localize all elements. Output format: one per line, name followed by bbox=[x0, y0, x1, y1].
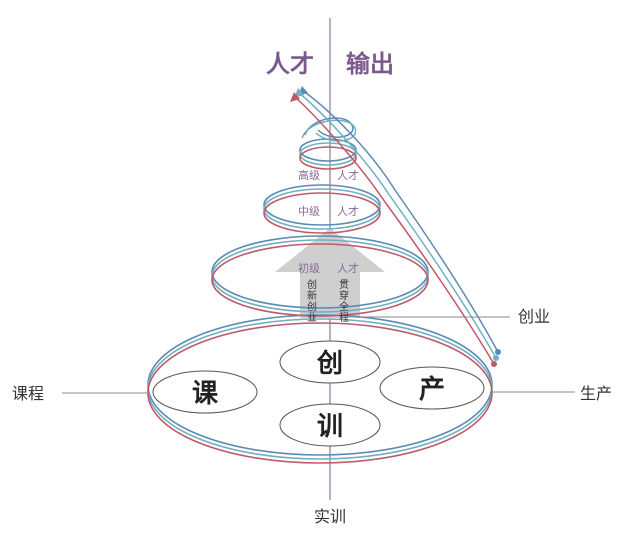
level-junior-right: 人才 bbox=[337, 261, 359, 275]
node-right: 产 bbox=[379, 366, 485, 410]
label-entrepreneurship: 创业 bbox=[518, 307, 550, 326]
node-top: 创 bbox=[279, 340, 381, 384]
title-left: 人才 bbox=[266, 50, 314, 78]
svg-text:新: 新 bbox=[307, 289, 317, 302]
svg-text:全: 全 bbox=[339, 300, 349, 313]
label-course: 课程 bbox=[12, 384, 44, 403]
spiral-end-dots bbox=[491, 349, 501, 367]
svg-text:业: 业 bbox=[307, 312, 317, 324]
level-middle-right: 人才 bbox=[337, 204, 359, 218]
upward-arrow bbox=[275, 228, 385, 318]
svg-text:贯: 贯 bbox=[339, 279, 349, 291]
level-junior-left: 初级 bbox=[298, 261, 320, 275]
label-production: 生产 bbox=[580, 384, 612, 403]
level-advanced-right: 人才 bbox=[337, 168, 359, 182]
title-right: 输出 bbox=[346, 50, 394, 78]
svg-text:创: 创 bbox=[307, 278, 317, 291]
arrow-text-left: 创 新 创 业 bbox=[307, 278, 317, 324]
node-left: 课 bbox=[152, 370, 258, 414]
node-bottom: 训 bbox=[279, 403, 381, 447]
svg-text:创: 创 bbox=[316, 349, 343, 379]
junior-ring bbox=[211, 235, 429, 317]
svg-text:课: 课 bbox=[192, 379, 219, 409]
label-training: 实训 bbox=[314, 507, 346, 526]
level-advanced-left: 高级 bbox=[298, 168, 320, 182]
svg-text:训: 训 bbox=[317, 412, 343, 442]
svg-text:创: 创 bbox=[307, 300, 317, 313]
arrow-text-right: 贯 穿 全 程 bbox=[339, 279, 349, 324]
svg-text:程: 程 bbox=[339, 312, 349, 324]
level-middle-left: 中级 bbox=[298, 205, 320, 218]
spiral-arrowheads bbox=[290, 86, 308, 102]
svg-text:产: 产 bbox=[419, 375, 445, 405]
middle-ring bbox=[263, 184, 381, 234]
svg-text:穿: 穿 bbox=[339, 289, 349, 302]
